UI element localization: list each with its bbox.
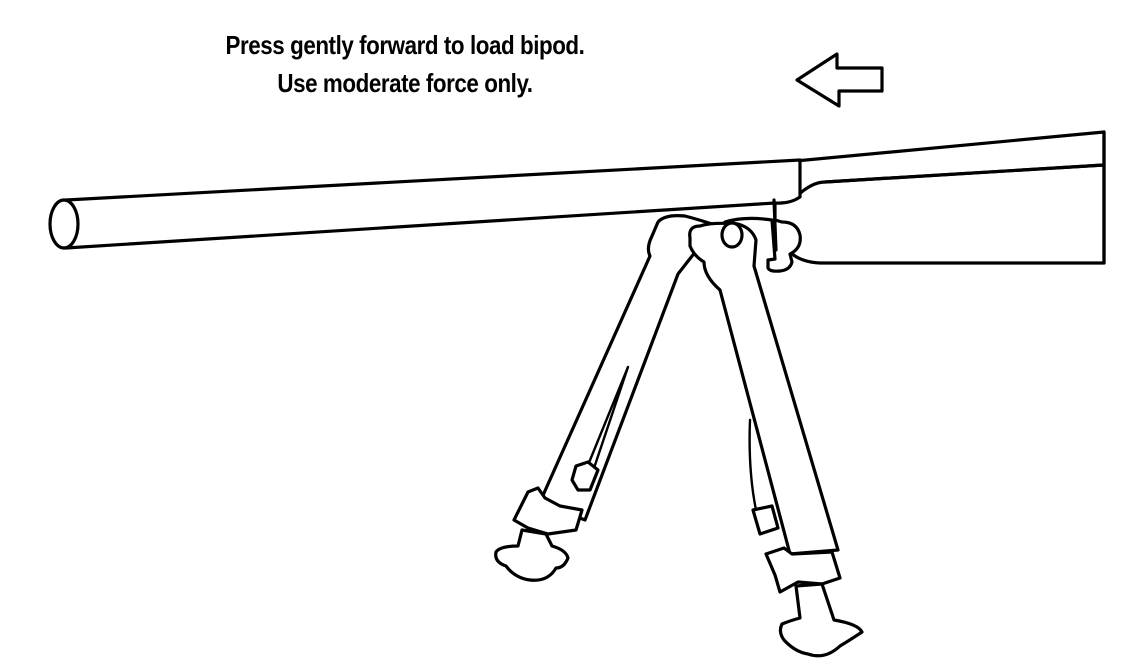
bipod-leg-left xyxy=(494,214,714,582)
bipod-mount xyxy=(723,198,802,273)
instruction-line-2: Use moderate force only. xyxy=(277,68,533,98)
bipod-leg-right xyxy=(688,221,864,658)
arrow-left-icon xyxy=(795,52,884,108)
instruction-caption: Press gently forward to load bipod. Use … xyxy=(186,26,625,102)
instruction-line-1: Press gently forward to load bipod. xyxy=(225,30,585,60)
